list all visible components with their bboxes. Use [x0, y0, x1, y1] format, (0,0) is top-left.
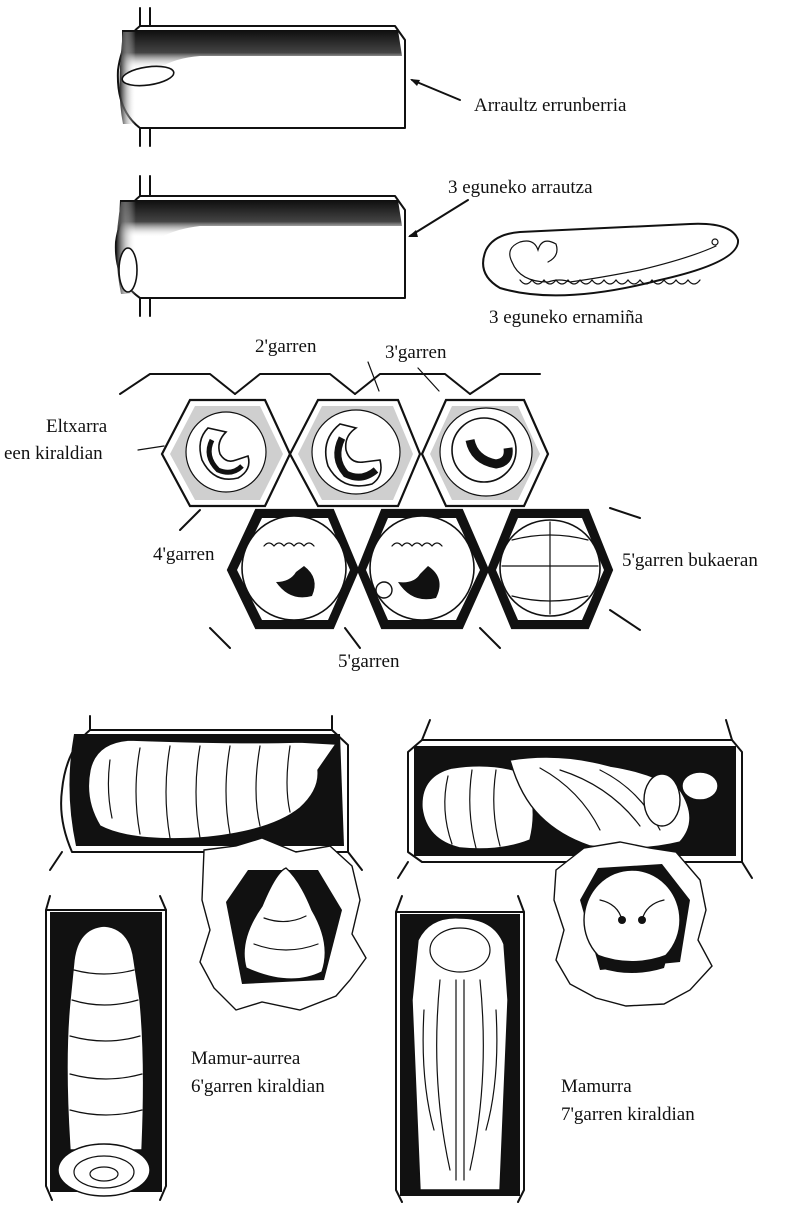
label-prepupa-2: 6'garren kiraldian: [191, 1076, 325, 1097]
cell-larva-first: [162, 400, 290, 506]
label-pupa-2: 7'garren kiraldian: [561, 1104, 695, 1125]
label-larva-third: 3'garren: [385, 342, 447, 363]
cell-larva-fifth: [358, 510, 488, 628]
fresh-egg-cell: [118, 8, 460, 146]
label-larva-second: 2'garren: [255, 336, 317, 357]
egg-lying: [119, 248, 137, 292]
cell-prepupa-top: [200, 838, 366, 1010]
cell-larva-third: [422, 400, 548, 506]
label-pupa-1: Mamurra: [561, 1076, 632, 1097]
cell-larva-second: [290, 400, 420, 506]
label-larva-first-2: een kiraldian: [4, 443, 103, 464]
label-larva-fifth-end: 5'garren bukaeran: [622, 550, 758, 571]
cell-pupa-top: [554, 842, 712, 1006]
label-larva-fifth: 5'garren: [338, 651, 400, 672]
label-fresh-egg: Arraultz errunberria: [474, 95, 627, 116]
honeycomb: [120, 374, 640, 648]
cell-larva-fifth-end: [488, 510, 612, 628]
label-larva-fourth: 4'garren: [153, 544, 215, 565]
label-day3-egg: 3 eguneko arrautza: [448, 177, 593, 198]
cell-pupa-upright: [396, 896, 524, 1202]
cell-prepupa-upright: [46, 896, 166, 1200]
label-larva-first-1: Eltxarra: [46, 416, 108, 437]
cell-larva-stretched: [50, 716, 362, 870]
day3-embryo: [483, 224, 738, 296]
label-day3-embryo: 3 eguneko ernamiña: [489, 307, 644, 328]
label-prepupa-1: Mamur-aurrea: [191, 1048, 301, 1069]
day3-egg-cell: [116, 176, 468, 316]
cell-larva-fourth: [228, 510, 358, 628]
